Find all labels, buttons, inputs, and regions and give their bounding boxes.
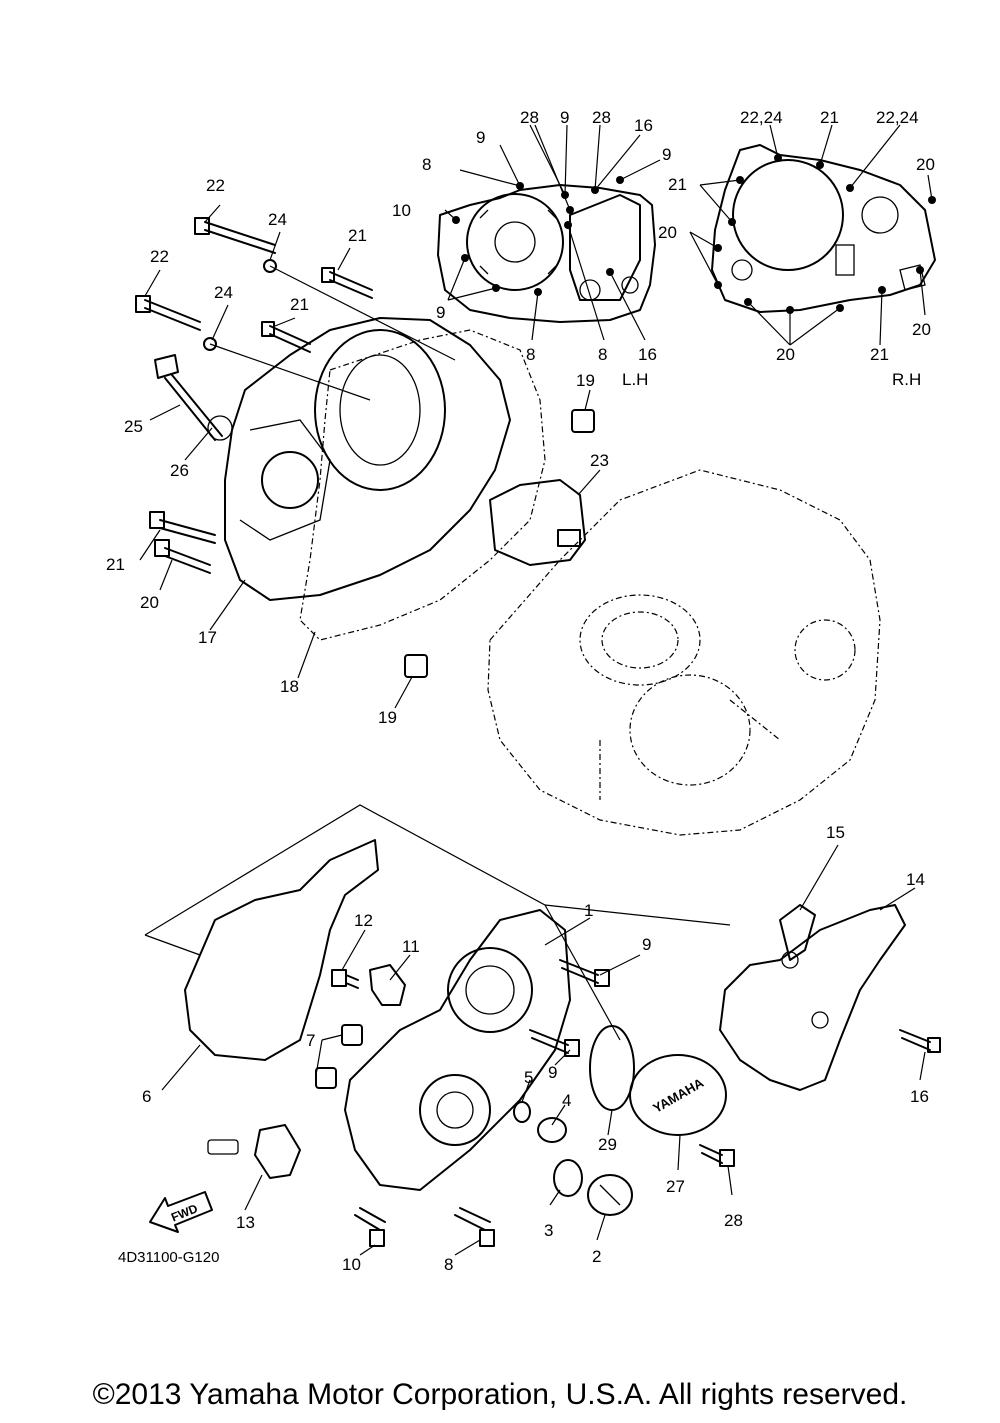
callout-22: 22: [150, 247, 169, 266]
callout-19: 19: [576, 371, 595, 390]
callout-10: 10: [342, 1255, 361, 1274]
callout-28: 28: [520, 108, 539, 127]
callout-20: 20: [912, 320, 931, 339]
callout-20: 20: [776, 345, 795, 364]
callout-20: 20: [916, 155, 935, 174]
callout-16: 16: [634, 116, 653, 135]
callout-4: 4: [562, 1091, 571, 1110]
callout-labels: 28 9 28 16 9 9 8 10 9 8 8 16 L.H 22,24 2…: [106, 108, 935, 1274]
callout-2: 2: [592, 1247, 601, 1266]
callout-13: 13: [236, 1213, 255, 1232]
callout-16: 16: [638, 345, 657, 364]
callout-6: 6: [142, 1087, 151, 1106]
callout-28: 28: [592, 108, 611, 127]
callout-11: 11: [402, 937, 420, 956]
callout-15: 15: [826, 823, 845, 842]
lh-bolt-pattern-inset: [437, 124, 661, 341]
callout-3: 3: [544, 1221, 553, 1240]
callout-7: 7: [306, 1031, 315, 1050]
callout-20: 20: [140, 593, 159, 612]
callout-27: 27: [666, 1177, 685, 1196]
left-crankcase-cover-assembly: [135, 204, 601, 709]
callout-21: 21: [668, 175, 687, 194]
callout-26: 26: [170, 461, 189, 480]
callout-12: 12: [354, 911, 373, 930]
callout-18: 18: [280, 677, 299, 696]
callout-25: 25: [124, 417, 143, 436]
callout-20: 20: [658, 223, 677, 242]
forward-arrow-icon: FWD: [149, 1191, 213, 1233]
callout-8: 8: [526, 345, 535, 364]
callout-8: 8: [422, 155, 431, 174]
callout-22-24: 22,24: [876, 108, 919, 127]
callout-8: 8: [598, 345, 607, 364]
copyright-notice: ©2013 Yamaha Motor Corporation, U.S.A. A…: [92, 1378, 908, 1411]
callout-1: 1: [584, 901, 593, 920]
crankcase-body: [487, 469, 881, 836]
callout-17: 17: [198, 628, 217, 647]
callout-29: 29: [598, 1135, 617, 1154]
callout-9: 9: [662, 145, 671, 164]
callout-9: 9: [476, 128, 485, 147]
callout-21: 21: [870, 345, 889, 364]
callout-23: 23: [590, 451, 609, 470]
callout-9: 9: [642, 935, 651, 954]
yamaha-cover-text: YAMAHA: [650, 1075, 706, 1116]
callout-5: 5: [524, 1068, 533, 1087]
callout-19: 19: [378, 708, 397, 727]
callout-8: 8: [444, 1255, 453, 1274]
callout-9: 9: [548, 1063, 557, 1082]
callout-21: 21: [348, 226, 367, 245]
callout-28: 28: [724, 1211, 743, 1230]
callout-9: 9: [436, 303, 445, 322]
callout-22: 22: [206, 176, 225, 195]
callout-24: 24: [268, 210, 287, 229]
callout-16: 16: [910, 1087, 929, 1106]
part-code: 4D31100-G120: [118, 1249, 219, 1266]
callout-14: 14: [906, 870, 925, 889]
callout-22-24: 22,24: [740, 108, 783, 127]
side-label-lh: L.H: [622, 370, 648, 389]
side-label-rh: R.H: [892, 370, 921, 389]
callout-24: 24: [214, 283, 233, 302]
lower-cover-assembly: YAMAHA: [144, 804, 941, 1256]
callout-10: 10: [392, 201, 411, 220]
callout-21: 21: [106, 555, 125, 574]
callout-21: 21: [820, 108, 839, 127]
callout-21: 21: [290, 295, 309, 314]
rh-bolt-pattern-inset: [689, 124, 936, 346]
callout-9: 9: [560, 108, 569, 127]
